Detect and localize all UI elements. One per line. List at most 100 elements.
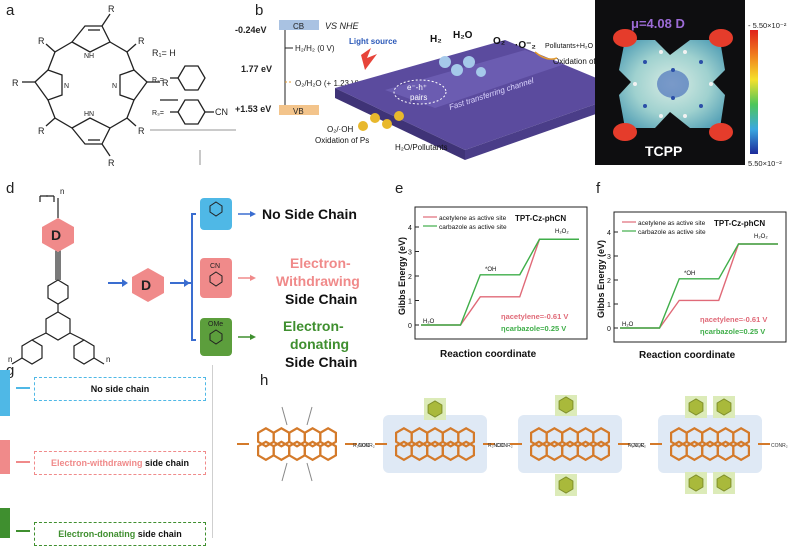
electron-sphere <box>451 64 463 76</box>
y-tick-label: 1 <box>607 302 611 309</box>
cb-label: CB <box>293 22 304 31</box>
vs-nhe-label: VS NHE <box>325 21 360 31</box>
series-line-carbazole <box>421 238 579 326</box>
donating-line3: Side Chain <box>285 354 358 370</box>
hole-sphere <box>370 113 380 123</box>
end-group-left: R₂NOC <box>353 443 370 449</box>
perylene-ring <box>592 427 610 448</box>
y-tick-label: 0 <box>408 323 412 330</box>
hole-sphere <box>382 119 392 129</box>
bay-position-arrow <box>281 462 288 482</box>
r-label-left: R <box>12 78 19 88</box>
esp-map: μ=4.08 D TCPP - 5.50×10⁻² 5.50×10⁻² <box>595 0 787 168</box>
state-h2o: H₂O <box>622 322 634 328</box>
r-label-top: R <box>108 4 115 14</box>
g-arrow-donating <box>16 530 30 532</box>
panel-label-f: f <box>596 180 601 197</box>
perylene-ring <box>732 440 751 462</box>
ome-substituent: OMe <box>208 321 223 328</box>
dipole-label: μ=4.08 D <box>631 16 685 31</box>
electron-sphere <box>463 56 475 68</box>
perylene-ring <box>457 427 475 448</box>
h2-product: H₂ <box>430 34 442 45</box>
end-group-right: CO₂R₂ <box>631 443 646 449</box>
donor-label-center: D <box>141 277 151 293</box>
donating-line1: Electron- <box>283 318 344 334</box>
series-line-carbazole <box>620 243 778 329</box>
variant-tile-withdrawing <box>200 258 232 298</box>
y-tick-label: 2 <box>408 274 412 281</box>
light-source-label: Light source <box>349 37 398 46</box>
electron-sphere <box>476 67 486 77</box>
perylene-ring <box>288 440 306 462</box>
panel-label-e: e <box>395 180 404 197</box>
pollutants-h2o-label: Pollutants+H₂O <box>545 43 594 50</box>
aromatic-substituent <box>558 476 574 494</box>
variant-tile-donating <box>200 318 232 356</box>
legend-acetylene: acetylene as active site <box>638 220 706 227</box>
y-tick-label: 1 <box>408 299 412 306</box>
vb-energy: +1.53 eV <box>235 104 271 114</box>
y-tick-label: 0 <box>607 326 611 333</box>
perylene-ring <box>303 427 322 448</box>
tcpp-label: TCPP <box>645 143 682 159</box>
bay-position-arrow <box>306 406 313 426</box>
withdrawing-line2: Withdrawing <box>276 273 360 289</box>
donor-hexagon <box>42 218 74 252</box>
end-group-right: CONR₂ <box>771 443 788 449</box>
esp-scale-top: - 5.50×10⁻² <box>748 21 787 30</box>
oxidation-label-right: Oxidation of Ps <box>553 57 607 66</box>
o2-reactant: O₂ <box>493 36 505 47</box>
y-tick-label: 3 <box>607 254 611 261</box>
eta-acetylene: ηacetylene=-0.61 V <box>700 315 767 324</box>
chart-title: TPT-Cz-phCN <box>515 214 566 223</box>
r-label-bottom: R <box>108 158 115 168</box>
hole-sphere <box>394 111 404 121</box>
perylene-ring <box>288 427 306 448</box>
panel-label-g: g <box>6 362 15 379</box>
pyrrole-bottom <box>71 117 111 145</box>
plot-frame <box>414 206 588 340</box>
aromatic-substituent <box>716 398 732 416</box>
perylene-ring <box>457 440 475 462</box>
molecule-highlight <box>518 415 622 473</box>
legend-acetylene: acetylene as active site <box>439 215 507 222</box>
g-arrow-none <box>16 387 30 389</box>
oxidation-label-left: Oxidation of Ps <box>315 136 369 145</box>
r-label-right: R <box>162 78 169 88</box>
pairs-label: pairs <box>410 93 427 102</box>
h2o-pollutants-label: H₂O/Pollutants <box>395 143 447 152</box>
r1-definition: R₁= H <box>152 48 176 58</box>
perylene-ring <box>732 427 751 448</box>
g-tile-withdrawing <box>0 440 10 474</box>
g-donating-text: Electron-donating <box>58 529 136 539</box>
esp-scale-bar <box>750 30 758 154</box>
g-arrow-withdrawing <box>16 461 30 463</box>
r-label-bl: R <box>38 126 45 136</box>
g-withdrawing-suffix: side chain <box>142 458 190 468</box>
state-h2o2: H₂O₂ <box>555 229 569 235</box>
perylene-ring <box>272 440 291 462</box>
divider-line <box>212 365 213 538</box>
n-label-left: N <box>64 83 69 90</box>
porphyrin-structure: R R R R R R R R NH N N HN R₁= H R₂= R₃= … <box>12 4 236 168</box>
y-tick-label: 4 <box>607 230 611 237</box>
pyridyl-ring <box>177 65 206 91</box>
vb-label: VB <box>293 107 304 116</box>
benzene-ring <box>47 279 69 305</box>
eta-carbazole: ηcarbazole=0.25 V <box>501 324 566 333</box>
r3-definition: R₃= <box>152 110 164 117</box>
repeat-unit-n: n <box>8 355 12 364</box>
esp-scale-bottom: 5.50×10⁻² <box>748 159 782 168</box>
legend-carbazole: carbazole as active site <box>638 229 706 236</box>
benzonitrile-ring <box>177 99 206 125</box>
state-h2o2: H₂O₂ <box>754 234 768 240</box>
triazine-ring <box>45 311 71 341</box>
g-box-withdrawing: Electron-withdrawing side chain <box>34 451 206 475</box>
no-side-chain-label: No Side Chain <box>262 206 357 222</box>
r2-definition: R₂= <box>152 77 164 84</box>
molecule-highlight <box>658 415 762 473</box>
perylene-ring <box>272 427 291 448</box>
